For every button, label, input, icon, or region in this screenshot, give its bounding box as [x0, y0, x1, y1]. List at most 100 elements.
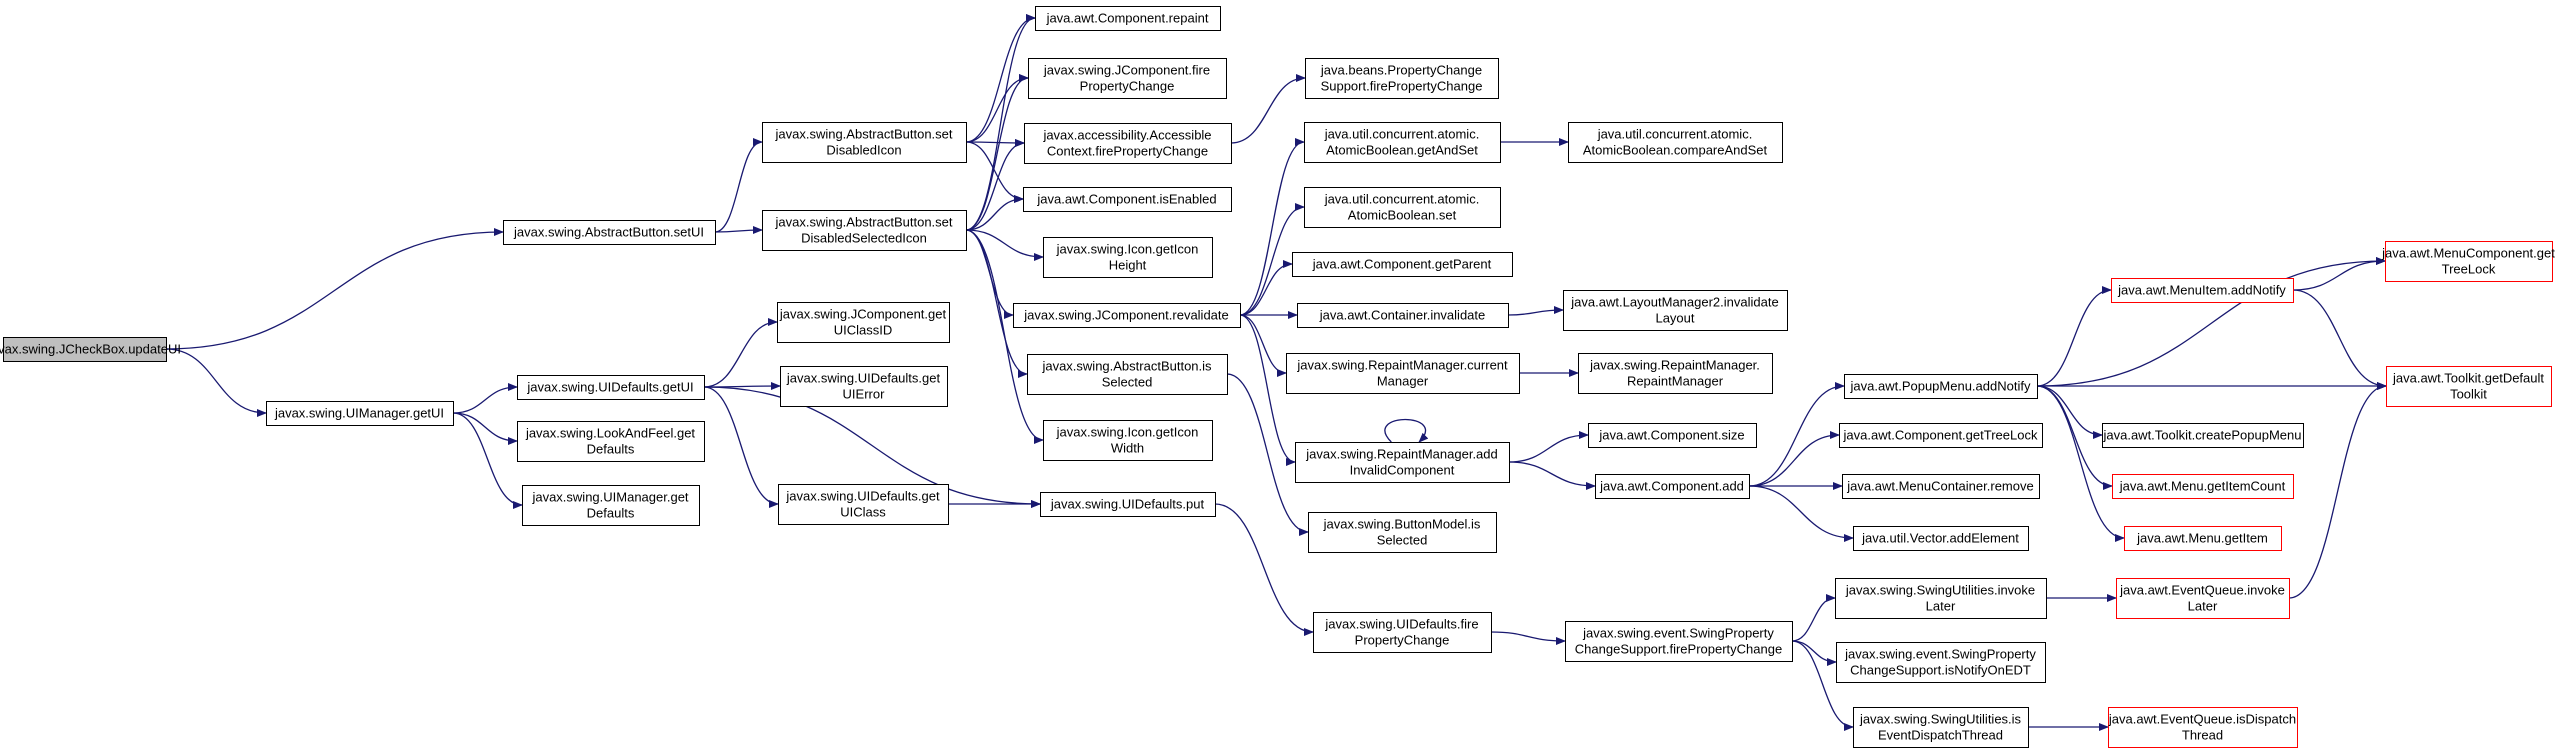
call-edge [2036, 385, 2113, 490]
node-box [1027, 354, 1228, 395]
node-label: ChangeSupport.isNotifyOnEDT [1850, 663, 2031, 678]
call-edge [703, 386, 779, 508]
function-node[interactable]: java.util.concurrent.atomic.AtomicBoolea… [1304, 187, 1501, 228]
call-edge [965, 229, 1044, 444]
node-box [1043, 237, 1213, 278]
node-label: javax.accessibility.Accessible [1042, 128, 1211, 143]
node-label: javax.swing.RepaintManager.current [1296, 358, 1508, 373]
call-edge [1239, 260, 1293, 316]
node-box [1565, 621, 1793, 662]
function-node[interactable]: javax.swing.event.SwingPropertyChangeSup… [1565, 621, 1793, 662]
node-label: PropertyChange [1355, 633, 1450, 648]
node-label: java.awt.MenuComponent.get [2381, 246, 2555, 261]
function-node[interactable]: java.util.concurrent.atomic.AtomicBoolea… [1304, 122, 1501, 163]
function-node[interactable]: javax.swing.AbstractButton.setDisabledIc… [762, 122, 967, 163]
function-node[interactable]: java.awt.MenuContainer.remove [1842, 474, 2040, 499]
function-node[interactable]: javax.swing.JComponent.firePropertyChang… [1028, 58, 1227, 99]
node-label: javax.swing.SwingUtilities.invoke [1845, 583, 2035, 598]
call-edge [965, 74, 1029, 143]
function-node[interactable]: java.awt.Toolkit.createPopupMenu [2102, 423, 2304, 448]
call-edge [1748, 431, 1840, 487]
function-node[interactable]: javax.swing.AbstractButton.setDisabledSe… [762, 210, 967, 251]
node-box [2108, 707, 2298, 748]
node-label: DisabledIcon [826, 143, 901, 158]
root-node[interactable]: javax.swing.JCheckBox.updateUI [0, 337, 181, 362]
function-node[interactable]: javax.swing.UIDefaults.firePropertyChang… [1313, 612, 1492, 653]
node-label: javax.swing.RepaintManager. [1589, 358, 1760, 373]
function-node[interactable]: java.awt.Component.add [1595, 474, 1750, 499]
node-label: UIError [843, 387, 886, 402]
call-edge [1490, 631, 1566, 645]
call-edge [2036, 286, 2112, 387]
node-label: java.awt.MenuContainer.remove [1846, 479, 2033, 494]
node-label: java.awt.Menu.getItem [2136, 531, 2268, 546]
function-node[interactable]: javax.swing.RepaintManager.addInvalidCom… [1295, 442, 1510, 483]
call-edge [1791, 640, 1854, 731]
function-node[interactable]: java.awt.PopupMenu.addNotify [1844, 374, 2038, 399]
node-label: Selected [1102, 375, 1153, 390]
node-label: javax.swing.UIDefaults.fire [1324, 617, 1478, 632]
node-box [1013, 303, 1241, 328]
node-box [1842, 474, 2040, 499]
function-node[interactable]: java.awt.Menu.getItem [2124, 526, 2282, 551]
node-box [1035, 6, 1221, 31]
node-label: java.awt.Component.getTreeLock [1843, 428, 2038, 443]
call-edge [1239, 138, 1305, 316]
function-node[interactable]: java.beans.PropertyChangeSupport.firePro… [1305, 58, 1499, 99]
function-node[interactable]: java.awt.Component.size [1588, 423, 1757, 448]
function-node[interactable]: javax.accessibility.AccessibleContext.fi… [1024, 123, 1232, 164]
function-node[interactable]: java.awt.Component.isEnabled [1023, 187, 1232, 212]
node-label: AtomicBoolean.getAndSet [1326, 143, 1478, 158]
function-node[interactable]: java.awt.Component.repaint [1035, 6, 1221, 31]
node-label: AtomicBoolean.compareAndSet [1583, 143, 1768, 158]
node-box [1040, 492, 1216, 517]
node-label: java.awt.Component.isEnabled [1036, 192, 1216, 207]
node-label: javax.swing.JComponent.revalidate [1023, 308, 1229, 323]
node-label: java.awt.LayoutManager2.invalidate [1570, 295, 1778, 310]
node-box [1568, 122, 1783, 163]
function-node[interactable]: java.awt.Component.getTreeLock [1839, 423, 2043, 448]
function-node[interactable]: javax.swing.SwingUtilities.isEventDispat… [1853, 707, 2029, 748]
function-node[interactable]: java.awt.Container.invalidate [1297, 303, 1509, 328]
call-edge [1791, 594, 1836, 642]
function-node[interactable]: javax.swing.event.SwingPropertyChangeSup… [1836, 642, 2046, 683]
node-box [517, 375, 705, 400]
node-label: javax.swing.ButtonModel.is [1323, 517, 1481, 532]
node-box [2386, 366, 2552, 407]
function-node[interactable]: java.awt.Component.getParent [1292, 252, 1513, 277]
function-node[interactable]: java.awt.MenuComponent.getTreeLock [2381, 241, 2555, 282]
node-label: java.awt.Container.invalidate [1319, 308, 1486, 323]
function-node[interactable]: javax.swing.UIDefaults.put [1040, 492, 1216, 517]
node-box [780, 366, 948, 407]
node-box [1043, 420, 1213, 461]
function-node[interactable]: javax.swing.UIManager.getUI [266, 401, 454, 426]
function-node[interactable]: javax.swing.UIDefaults.getUI [517, 375, 705, 400]
function-node[interactable]: javax.swing.JComponent.revalidate [1013, 303, 1241, 328]
node-label: javax.swing.UIDefaults.get [785, 489, 940, 504]
node-box [1292, 252, 1513, 277]
function-node[interactable]: java.awt.MenuItem.addNotify [2111, 278, 2294, 303]
function-node[interactable]: javax.swing.RepaintManager.RepaintManage… [1578, 353, 1773, 394]
function-node[interactable]: java.awt.Menu.getItemCount [2112, 474, 2294, 499]
node-label: javax.swing.LookAndFeel.get [525, 426, 695, 441]
node-label: java.util.concurrent.atomic. [1324, 127, 1480, 142]
function-node[interactable]: javax.swing.AbstractButton.setUI [503, 220, 716, 245]
function-node[interactable]: java.util.concurrent.atomic.AtomicBoolea… [1568, 122, 1783, 163]
call-edge [1239, 203, 1305, 316]
function-node[interactable]: javax.swing.RepaintManager.currentManage… [1286, 353, 1520, 394]
function-node[interactable]: java.util.Vector.addElement [1853, 526, 2029, 551]
